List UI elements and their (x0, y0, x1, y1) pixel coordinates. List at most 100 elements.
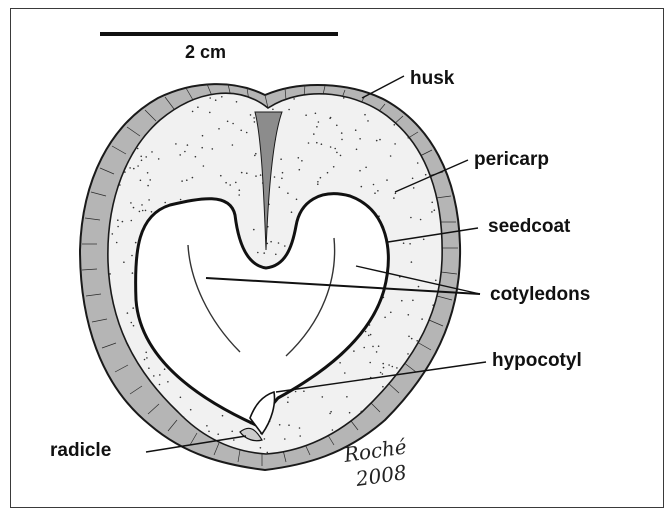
stipple-dot (164, 368, 166, 370)
stipple-dot (432, 304, 434, 306)
stipple-dot (215, 99, 217, 101)
stipple-dot (195, 156, 197, 158)
stipple-dot (192, 111, 194, 113)
stipple-dot (420, 219, 422, 221)
stipple-dot (158, 158, 160, 160)
stipple-dot (299, 435, 301, 437)
stipple-dot (440, 155, 442, 157)
stipple-dot (435, 280, 437, 282)
stipple-dot (445, 95, 447, 97)
scale-bar-label: 2 cm (185, 42, 226, 62)
stipple-dot (409, 243, 411, 245)
stipple-dot (124, 171, 126, 173)
stipple-dot (359, 170, 361, 172)
stipple-dot (284, 438, 286, 440)
stipple-dot (407, 353, 409, 355)
stipple-dot (321, 143, 323, 145)
stipple-dot (446, 132, 448, 134)
stipple-dot (144, 359, 146, 361)
stipple-dot (396, 367, 398, 369)
stipple-dot (410, 440, 412, 442)
stipple-dot (201, 147, 203, 149)
stipple-dot (229, 184, 231, 186)
stipple-dot (246, 172, 248, 174)
stipple-dot (408, 314, 410, 316)
stipple-dot (157, 90, 159, 92)
stipple-dot (235, 182, 237, 184)
stipple-dot (253, 117, 255, 119)
stipple-dot (380, 372, 382, 374)
stipple-dot (132, 307, 134, 309)
stipple-dot (233, 439, 235, 441)
stipple-dot (336, 125, 338, 127)
stipple-dot (330, 146, 332, 148)
stipple-dot (393, 197, 395, 199)
stipple-dot (217, 433, 219, 435)
stipple-dot (140, 156, 142, 158)
stipple-dot (260, 447, 262, 449)
stipple-dot (287, 397, 289, 399)
stipple-dot (361, 411, 363, 413)
stipple-dot (341, 132, 343, 134)
stipple-dot (295, 391, 297, 393)
stipple-dot (316, 126, 318, 128)
stipple-dot (143, 95, 145, 97)
stipple-dot (133, 168, 135, 170)
stipple-dot (334, 148, 336, 150)
stipple-dot (433, 414, 435, 416)
stipple-dot (367, 120, 369, 122)
stipple-dot (127, 432, 129, 434)
stipple-dot (180, 199, 182, 201)
stipple-dot (151, 151, 153, 153)
stipple-dot (159, 384, 161, 386)
stipple-dot (374, 192, 376, 194)
stipple-dot (279, 424, 281, 426)
stipple-dot (336, 152, 338, 154)
stipple-dot (416, 340, 418, 342)
stipple-dot (343, 97, 345, 99)
stipple-dot (129, 167, 131, 169)
stipple-dot (320, 177, 322, 179)
stipple-dot (392, 366, 394, 368)
stipple-dot (117, 219, 119, 221)
stipple-dot (436, 128, 438, 130)
stipple-dot (141, 160, 143, 162)
stipple-dot (274, 176, 276, 178)
stipple-dot (382, 363, 384, 365)
stipple-dot (365, 331, 367, 333)
stipple-dot (239, 189, 241, 191)
stipple-dot (141, 204, 143, 206)
stipple-dot (181, 180, 183, 182)
stipple-dot (401, 300, 403, 302)
stipple-dot (288, 424, 290, 426)
stipple-dot (133, 325, 135, 327)
stipple-dot (263, 252, 265, 254)
stipple-dot (231, 431, 233, 433)
stipple-dot (142, 210, 144, 212)
stipple-dot (317, 183, 319, 185)
stipple-dot (131, 255, 133, 257)
stipple-dot (315, 113, 317, 115)
stipple-dot (122, 221, 124, 223)
stipple-dot (428, 448, 430, 450)
stipple-dot (441, 453, 443, 455)
stipple-dot (165, 446, 167, 448)
stipple-dot (255, 175, 257, 177)
stipple-dot (120, 416, 122, 418)
stipple-dot (330, 117, 332, 119)
stipple-dot (440, 120, 442, 122)
label-seedcoat: seedcoat (488, 216, 571, 237)
stipple-dot (288, 109, 290, 111)
stipple-dot (225, 182, 227, 184)
stipple-dot (175, 143, 177, 145)
stipple-dot (128, 115, 130, 117)
stipple-dot (341, 139, 343, 141)
stipple-dot (105, 380, 107, 382)
stipple-dot (254, 155, 256, 157)
stipple-dot (222, 415, 224, 417)
stipple-dot (431, 202, 433, 204)
stipple-dot (386, 179, 388, 181)
stipple-dot (282, 172, 284, 174)
